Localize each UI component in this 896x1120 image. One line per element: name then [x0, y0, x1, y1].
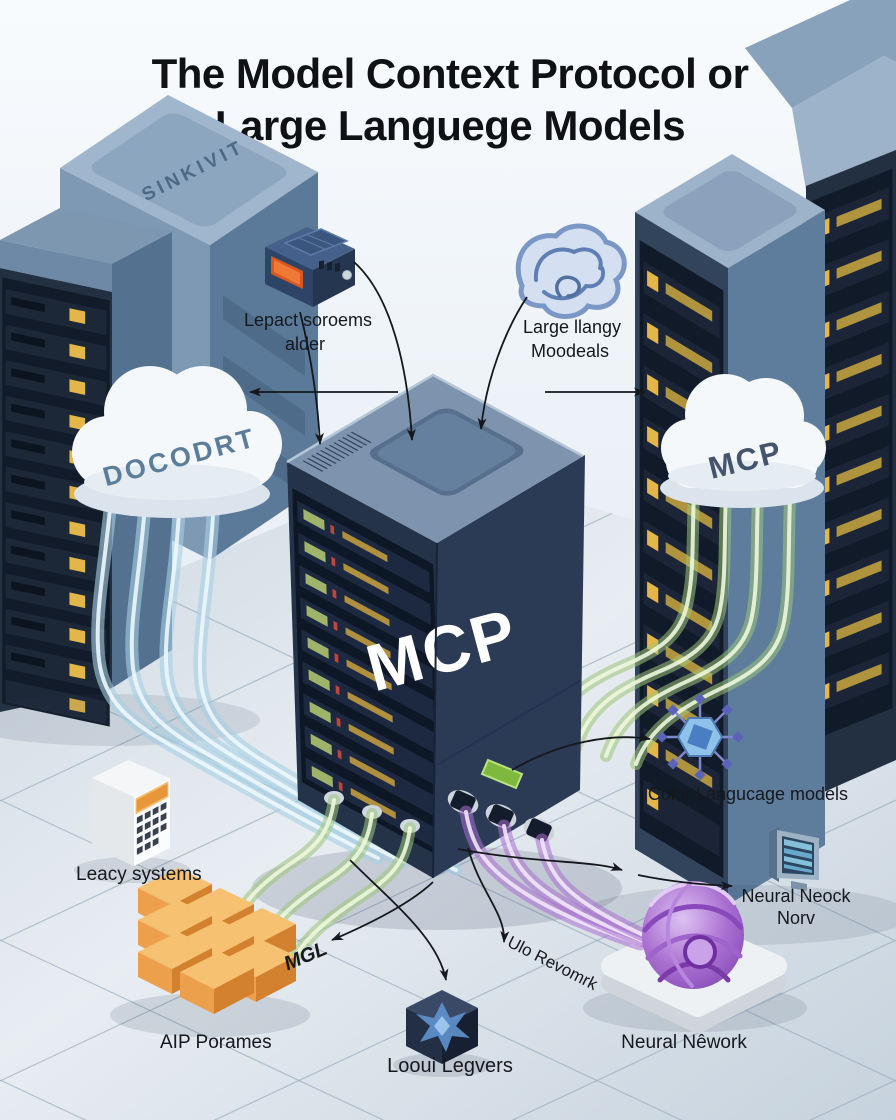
- tubes-green-right: [542, 486, 796, 770]
- brain-scribble-icon: [515, 223, 627, 319]
- connector-brain-to-server: [477, 296, 528, 430]
- label-neural-neock-1: Neural Neock: [741, 886, 851, 906]
- legacy-device-icon: [92, 760, 170, 866]
- title-line-2: Large Languege Models: [215, 102, 685, 149]
- label-neural-network: Neural Nêwork: [621, 1032, 747, 1053]
- logic-cube-icon: [406, 990, 478, 1064]
- label-device-top-1: Lepact soroems: [244, 310, 372, 330]
- cloud-left: DOCODRT: [72, 366, 282, 518]
- label-brain-2: Moodeals: [531, 341, 609, 361]
- connector-led-to-spiky-icon: [511, 732, 651, 771]
- connector-server-to-neock-a: [457, 848, 623, 871]
- label-legacy-systems: Leacy systems: [76, 864, 202, 885]
- label-device-top-2: alder: [285, 334, 325, 354]
- page-title: The Model Context Protocol or Large Lang…: [152, 50, 749, 149]
- label-logic-cube: Looui Legvers: [387, 1055, 513, 1077]
- connector-server-to-cube: [349, 859, 449, 981]
- rack-left-dark: [0, 208, 172, 727]
- iot-device-icon: [265, 227, 355, 307]
- connectors: [249, 261, 733, 981]
- connector-device-to-server-a: [299, 311, 324, 445]
- connector-device-to-server-b: [353, 261, 416, 441]
- label-brain-1: Large llangy: [523, 317, 621, 337]
- label-api-blocks: AIP Porames: [160, 1032, 272, 1053]
- connector-server-to-neock-b: [637, 874, 733, 891]
- tower-right-corner: [745, 0, 896, 190]
- server-status-led: [480, 758, 524, 790]
- monitor-icon: [769, 827, 819, 891]
- label-color-models: Colur Langucage models: [648, 784, 848, 804]
- neural-yarn-icon: [642, 881, 744, 989]
- tower-right-edge: [806, 150, 896, 800]
- title-line-1: The Model Context Protocol or: [152, 50, 749, 97]
- connector-server-to-mgl: [331, 881, 434, 941]
- central-server: MCP: [286, 373, 585, 879]
- label-neural-neock-2: Norv: [777, 908, 815, 928]
- cloud-right: MCP: [660, 374, 826, 508]
- connector-server-to-ulo: [467, 847, 510, 943]
